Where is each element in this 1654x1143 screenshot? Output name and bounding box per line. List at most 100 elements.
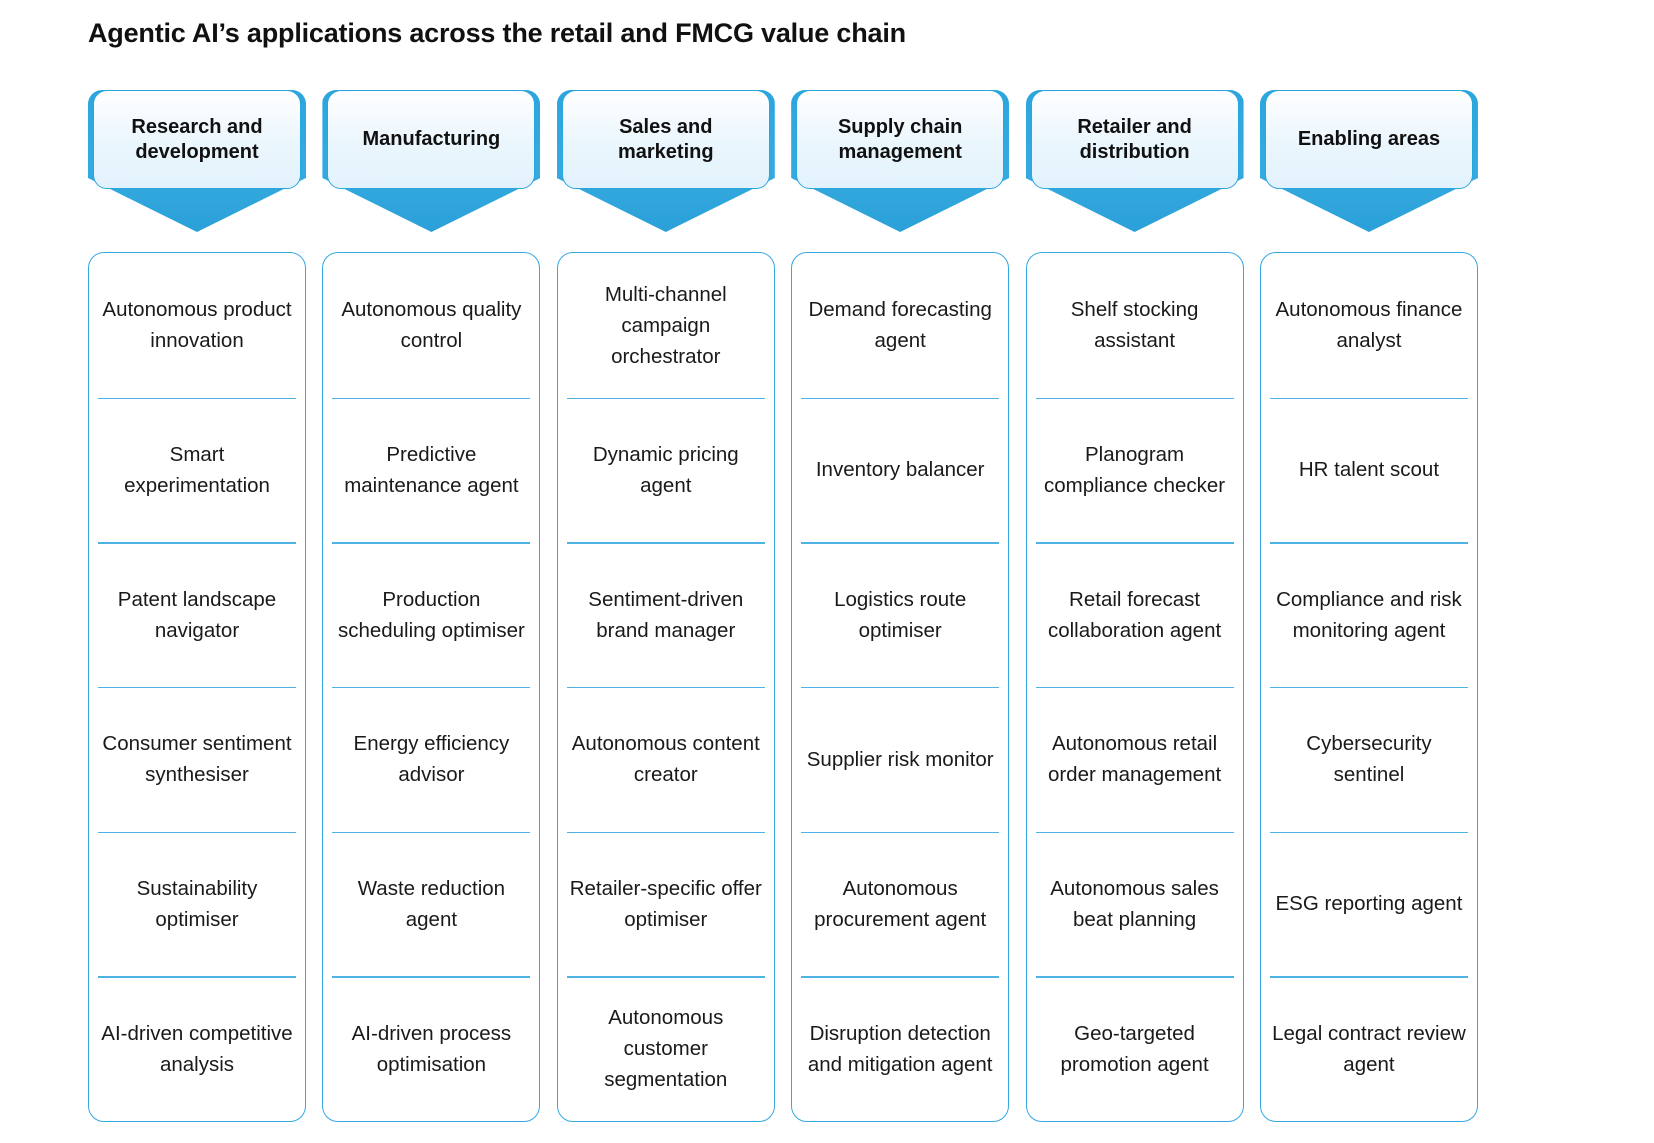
list-item-label: Inventory balancer <box>815 458 985 482</box>
header-box: Retailer and distribution <box>1030 90 1239 189</box>
list-item-label: Supplier risk monitor <box>806 747 994 771</box>
list-item[interactable]: Autonomous content creator <box>558 687 774 832</box>
list-item[interactable]: Disruption detection and mitigation agen… <box>792 976 1008 1121</box>
list-item[interactable]: Autonomous customer segmentation <box>558 976 774 1121</box>
list-item[interactable]: AI-driven competitive analysis <box>89 976 305 1121</box>
column-header-label: Retailer and distribution <box>1077 116 1192 163</box>
list-item-label: Autonomous quality control <box>341 298 522 353</box>
column-body: Autonomous product innovation Smart expe… <box>88 252 306 1122</box>
column-header-manufacturing[interactable]: Manufacturing <box>322 90 541 242</box>
list-item[interactable]: Compliance and risk monitoring agent <box>1261 542 1477 687</box>
list-item-label: Predictive maintenance agent <box>344 442 519 497</box>
list-item[interactable]: Sentiment-driven brand manager <box>558 542 774 687</box>
list-item[interactable]: Smart experimentation <box>89 397 305 543</box>
column-header-label: Enabling areas <box>1297 128 1441 151</box>
value-chain-column-manufacturing: Manufacturing Autonomous quality control… <box>322 90 541 1122</box>
list-item-label: Logistics route optimiser <box>834 587 967 642</box>
list-item[interactable]: HR talent scout <box>1261 397 1477 543</box>
list-item-label: ESG reporting agent <box>1275 892 1463 916</box>
value-chain-column-research-and-development: Research and development Autonomous prod… <box>88 90 306 1122</box>
list-item[interactable]: Waste reduction agent <box>323 831 539 977</box>
list-item-label: AI-driven competitive analysis <box>101 1021 293 1076</box>
list-item[interactable]: Patent landscape navigator <box>89 542 305 687</box>
list-item-label: Consumer sentiment synthesiser <box>102 732 292 787</box>
list-item[interactable]: Predictive maintenance agent <box>323 397 539 543</box>
list-item-label: Smart experimentation <box>124 442 270 497</box>
list-item[interactable]: Autonomous sales beat planning <box>1027 831 1243 977</box>
column-body: Shelf stocking assistant Planogram compl… <box>1025 252 1244 1122</box>
column-body: Autonomous quality control Predictive ma… <box>322 252 541 1122</box>
column-header-retailer-and-distribution[interactable]: Retailer and distribution <box>1025 90 1244 242</box>
header-box: Enabling areas <box>1264 90 1473 189</box>
column-body: Demand forecasting agent Inventory balan… <box>791 252 1010 1122</box>
list-item-label: Cybersecurity sentinel <box>1306 732 1432 787</box>
list-item[interactable]: Production scheduling optimiser <box>323 542 539 687</box>
list-item-label: HR talent scout <box>1298 458 1440 482</box>
list-item-label: AI-driven process optimisation <box>351 1021 512 1076</box>
list-item-label: Autonomous customer segmentation <box>604 1005 728 1092</box>
page-title: Agentic AI’s applications across the ret… <box>88 18 906 48</box>
list-item-label: Planogram compliance checker <box>1043 442 1226 497</box>
list-item-label: Energy efficiency advisor <box>353 732 510 787</box>
list-item-label: Compliance and risk monitoring agent <box>1276 587 1462 642</box>
list-item[interactable]: ESG reporting agent <box>1261 831 1477 977</box>
list-item[interactable]: Planogram compliance checker <box>1027 397 1243 543</box>
header-box: Supply chain management <box>796 90 1005 189</box>
list-item-label: Patent landscape navigator <box>117 587 277 642</box>
list-item[interactable]: Cybersecurity sentinel <box>1261 687 1477 832</box>
header-box: Research and development <box>93 90 301 189</box>
list-item[interactable]: AI-driven process optimisation <box>323 976 539 1121</box>
header-box: Sales and marketing <box>561 90 770 189</box>
column-header-label: Supply chain management <box>837 116 963 163</box>
list-item-label: Multi-channel campaign orchestrator <box>604 282 727 368</box>
column-header-sales-and-marketing[interactable]: Sales and marketing <box>556 90 775 242</box>
list-item-label: Demand forecasting agent <box>808 298 992 353</box>
list-item[interactable]: Logistics route optimiser <box>792 542 1008 687</box>
value-chain-column-retailer-and-distribution: Retailer and distribution Shelf stocking… <box>1025 90 1244 1122</box>
list-item-label: Sustainability optimiser <box>136 876 258 932</box>
list-item[interactable]: Geo-targeted promotion agent <box>1027 976 1243 1121</box>
list-item[interactable]: Shelf stocking assistant <box>1027 253 1243 398</box>
list-item-label: Autonomous content creator <box>571 732 760 787</box>
column-header-supply-chain-management[interactable]: Supply chain management <box>791 90 1010 242</box>
list-item[interactable]: Autonomous product innovation <box>89 253 305 398</box>
column-header-enabling-areas[interactable]: Enabling areas <box>1259 90 1478 242</box>
list-item[interactable]: Autonomous retail order management <box>1027 687 1243 832</box>
list-item[interactable]: Inventory balancer <box>792 397 1008 543</box>
list-item-label: Legal contract review agent <box>1272 1021 1466 1076</box>
column-body: Multi-channel campaign orchestrator Dyna… <box>556 252 775 1122</box>
value-chain-column-supply-chain-management: Supply chain management Demand forecasti… <box>791 90 1010 1122</box>
list-item-label: Retail forecast collaboration agent <box>1047 587 1222 642</box>
column-body: Autonomous finance analyst HR talent sco… <box>1259 252 1478 1122</box>
value-chain-column-sales-and-marketing: Sales and marketing Multi-channel campai… <box>556 90 775 1122</box>
list-item[interactable]: Autonomous finance analyst <box>1261 253 1477 398</box>
value-chain-column-enabling-areas: Enabling areas Autonomous finance analys… <box>1259 90 1478 1122</box>
column-header-label: Research and development <box>131 116 263 163</box>
list-item-label: Shelf stocking assistant <box>1070 298 1199 353</box>
list-item[interactable]: Multi-channel campaign orchestrator <box>558 253 774 398</box>
list-item[interactable]: Dynamic pricing agent <box>558 397 774 543</box>
list-item[interactable]: Energy efficiency advisor <box>323 687 539 832</box>
list-item[interactable]: Legal contract review agent <box>1261 976 1477 1121</box>
list-item[interactable]: Retailer-specific offer optimiser <box>558 831 774 977</box>
list-item[interactable]: Autonomous procurement agent <box>792 831 1008 977</box>
list-item[interactable]: Consumer sentiment synthesiser <box>89 687 305 832</box>
list-item[interactable]: Demand forecasting agent <box>792 253 1008 398</box>
list-item-label: Dynamic pricing agent <box>592 442 739 497</box>
list-item-label: Retailer-specific offer optimiser <box>569 876 762 932</box>
list-item-label: Geo-targeted promotion agent <box>1060 1021 1209 1076</box>
list-item-label: Autonomous finance analyst <box>1275 298 1463 353</box>
list-item-label: Autonomous procurement agent <box>814 876 987 932</box>
column-header-label: Manufacturing <box>362 128 501 151</box>
list-item-label: Autonomous retail order management <box>1047 732 1222 787</box>
list-item[interactable]: Supplier risk monitor <box>792 687 1008 832</box>
column-header-label: Sales and marketing <box>617 116 714 163</box>
list-item[interactable]: Sustainability optimiser <box>89 831 305 977</box>
value-chain-columns: Research and development Autonomous prod… <box>88 90 1478 1122</box>
list-item-label: Autonomous product innovation <box>102 298 292 353</box>
list-item[interactable]: Retail forecast collaboration agent <box>1027 542 1243 687</box>
column-header-research-and-development[interactable]: Research and development <box>88 90 306 242</box>
list-item[interactable]: Autonomous quality control <box>323 253 539 398</box>
list-item-label: Waste reduction agent <box>357 876 506 932</box>
